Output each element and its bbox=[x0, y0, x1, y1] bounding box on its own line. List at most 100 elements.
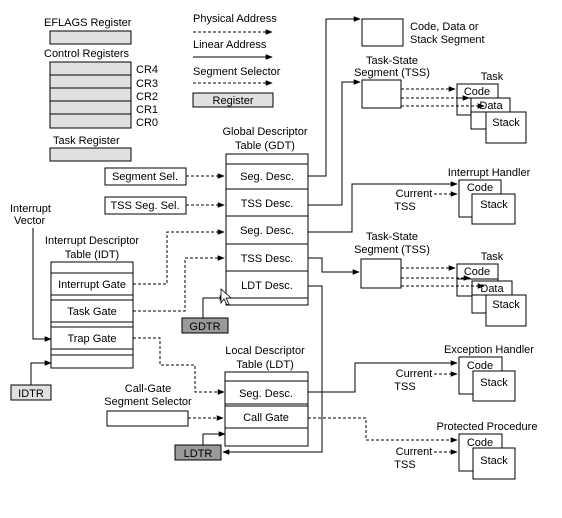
gdt-entry-seg-desc-2 bbox=[225, 215, 309, 245]
call-gate-selector-box bbox=[106, 410, 189, 427]
gdt-entry-label: TSS Desc. bbox=[241, 198, 294, 210]
legend-registers: EFLAGS Register Control Registers CR4 CR… bbox=[44, 17, 158, 162]
gdt-entry-label: Seg. Desc. bbox=[240, 171, 294, 183]
call-gate-selector-line2: Segment Selector bbox=[104, 396, 192, 408]
task2-code-label: Code bbox=[464, 266, 490, 278]
protected-procedure-stack-box bbox=[472, 447, 516, 480]
ldtr-register-box bbox=[174, 444, 222, 461]
ldt-entry-label: Seg. Desc. bbox=[239, 388, 293, 400]
exception-handler-stack-box bbox=[472, 370, 516, 402]
tss2-title-line1: Task-State bbox=[366, 231, 418, 243]
ldt-seg-desc-to-exception-handler-link bbox=[308, 360, 458, 393]
trap-gate-to-ldt-link bbox=[133, 337, 225, 395]
gdt-title-line2: Table (GDT) bbox=[235, 140, 295, 152]
ldtr-to-ldt-arrow bbox=[202, 431, 226, 445]
protected-procedure-current-label: Current bbox=[396, 446, 433, 458]
task1-stack-label: Stack bbox=[492, 117, 520, 129]
gdt-entry-label: LDT Desc. bbox=[241, 280, 293, 292]
protected-procedure-tss-label: TSS bbox=[394, 459, 415, 471]
gdt-table: Global Descriptor Table (GDT) Seg. Desc.… bbox=[223, 126, 309, 306]
tss2-box bbox=[360, 258, 402, 289]
eflags-label: EFLAGS Register bbox=[44, 17, 132, 29]
exception-handler-code-label: Code bbox=[467, 360, 493, 372]
code-data-label-line1: Code, Data or bbox=[410, 21, 479, 33]
gdt-entry-label: TSS Desc. bbox=[241, 253, 294, 265]
exception-handler-label: Exception Handler bbox=[444, 344, 534, 356]
exception-handler-current-label: Current bbox=[396, 368, 433, 380]
task2-stack-label: Stack bbox=[492, 299, 520, 311]
interrupt-handler-stack-box bbox=[471, 193, 516, 225]
task1-stack-box bbox=[485, 111, 527, 144]
interrupt-vector-line1: Interrupt bbox=[10, 203, 51, 215]
ldt-title-line2: Table (LDT) bbox=[236, 359, 293, 371]
idt-title-line2: Table (IDT) bbox=[65, 249, 119, 261]
cr1-label: CR1 bbox=[136, 104, 158, 116]
tss-desc-to-tss2-link bbox=[308, 257, 360, 275]
idt-title-line1: Interrupt Descriptor bbox=[45, 235, 139, 247]
eflags-register-box bbox=[49, 30, 132, 45]
segment-selector-label: Segment Selector bbox=[193, 66, 281, 78]
idt-entry-label: Trap Gate bbox=[67, 333, 116, 345]
protected-procedure-label: Protected Procedure bbox=[437, 421, 538, 433]
task1-stack: Task Code Data Stack bbox=[456, 71, 527, 144]
interrupt-handler-label: Interrupt Handler bbox=[448, 167, 531, 179]
tss-seg-sel-label: TSS Seg. Sel. bbox=[110, 200, 179, 212]
interrupt-handler-stack-label: Stack bbox=[480, 199, 508, 211]
control-registers-label: Control Registers bbox=[44, 48, 129, 60]
ldt-entry-call-gate bbox=[224, 405, 309, 429]
tss1-box bbox=[361, 79, 402, 109]
call-gate-selector-line1: Call-Gate bbox=[125, 383, 171, 395]
task-register-label: Task Register bbox=[53, 135, 120, 147]
task2-stack-box bbox=[485, 294, 527, 327]
idtr-label: IDTR bbox=[18, 388, 44, 400]
gdtr-to-gdt-arrow bbox=[202, 295, 227, 318]
ldt-entry-label: Call Gate bbox=[243, 412, 289, 424]
cr2-label: CR2 bbox=[136, 91, 158, 103]
cr0-label: CR0 bbox=[136, 117, 158, 129]
exception-handler-tss-label: TSS bbox=[394, 381, 415, 393]
tss-desc-to-tss1-link bbox=[308, 79, 361, 206]
register-legend-label: Register bbox=[213, 95, 254, 107]
cr4-label: CR4 bbox=[136, 64, 158, 76]
task2-stack: Task Code Data Stack bbox=[456, 251, 527, 327]
gdt-title-line1: Global Descriptor bbox=[223, 126, 308, 138]
gdt-entry-label: Seg. Desc. bbox=[240, 225, 294, 237]
tss1-title-line1: Task-State bbox=[366, 55, 418, 67]
idt-entry-label: Task Gate bbox=[67, 306, 117, 318]
linear-address-label: Linear Address bbox=[193, 39, 267, 51]
tss2-title-line2: Segment (TSS) bbox=[354, 244, 430, 256]
code-data-label-line2: Stack Segment bbox=[410, 34, 485, 46]
ldt-table: Local Descriptor Table (LDT) Seg. Desc. … bbox=[224, 345, 309, 447]
task2-label: Task bbox=[481, 251, 504, 263]
gdtr-register-box bbox=[181, 317, 229, 334]
gdtr-label: GDTR bbox=[189, 321, 220, 333]
task2-data-label: Data bbox=[480, 283, 504, 295]
idt-entry-label: Interrupt Gate bbox=[58, 279, 126, 291]
idtr-to-idt-arrow bbox=[30, 360, 52, 385]
seg-desc-to-interrupt-handler-link bbox=[308, 181, 458, 233]
interrupt-handler-group: Interrupt Handler Code Stack Current TSS bbox=[394, 167, 531, 225]
ldt-title-line1: Local Descriptor bbox=[225, 345, 305, 357]
interrupt-vector-line2: Vector bbox=[14, 215, 46, 227]
pointer-cursor-icon bbox=[220, 288, 233, 306]
register-legend-box bbox=[192, 92, 274, 108]
protected-procedure-group: Protected Procedure Code Stack Current T… bbox=[394, 421, 538, 480]
gdt-entry-ldt-desc bbox=[225, 270, 309, 299]
ldtr-label: LDTR bbox=[184, 448, 213, 460]
code-data-stack-segment-box bbox=[361, 18, 404, 47]
tss1-title-line2: Segment (TSS) bbox=[354, 67, 430, 79]
ldt-desc-to-ldtr-link bbox=[222, 285, 323, 455]
exception-handler-group: Exception Handler Code Stack Current TSS bbox=[394, 344, 534, 402]
task1-label: Task bbox=[481, 71, 504, 83]
task-gate-to-gdt-link bbox=[133, 255, 225, 312]
protected-procedure-stack-label: Stack bbox=[480, 455, 508, 467]
interrupt-vector-arrow bbox=[32, 228, 52, 342]
interrupt-handler-current-label: Current bbox=[396, 188, 433, 200]
protected-procedure-code-label: Code bbox=[467, 437, 493, 449]
exception-handler-stack-label: Stack bbox=[480, 377, 508, 389]
cr3-label: CR3 bbox=[136, 78, 158, 90]
interrupt-handler-tss-label: TSS bbox=[394, 201, 415, 213]
seg-desc-to-segment-link bbox=[308, 16, 361, 177]
task-register-box bbox=[49, 147, 132, 162]
